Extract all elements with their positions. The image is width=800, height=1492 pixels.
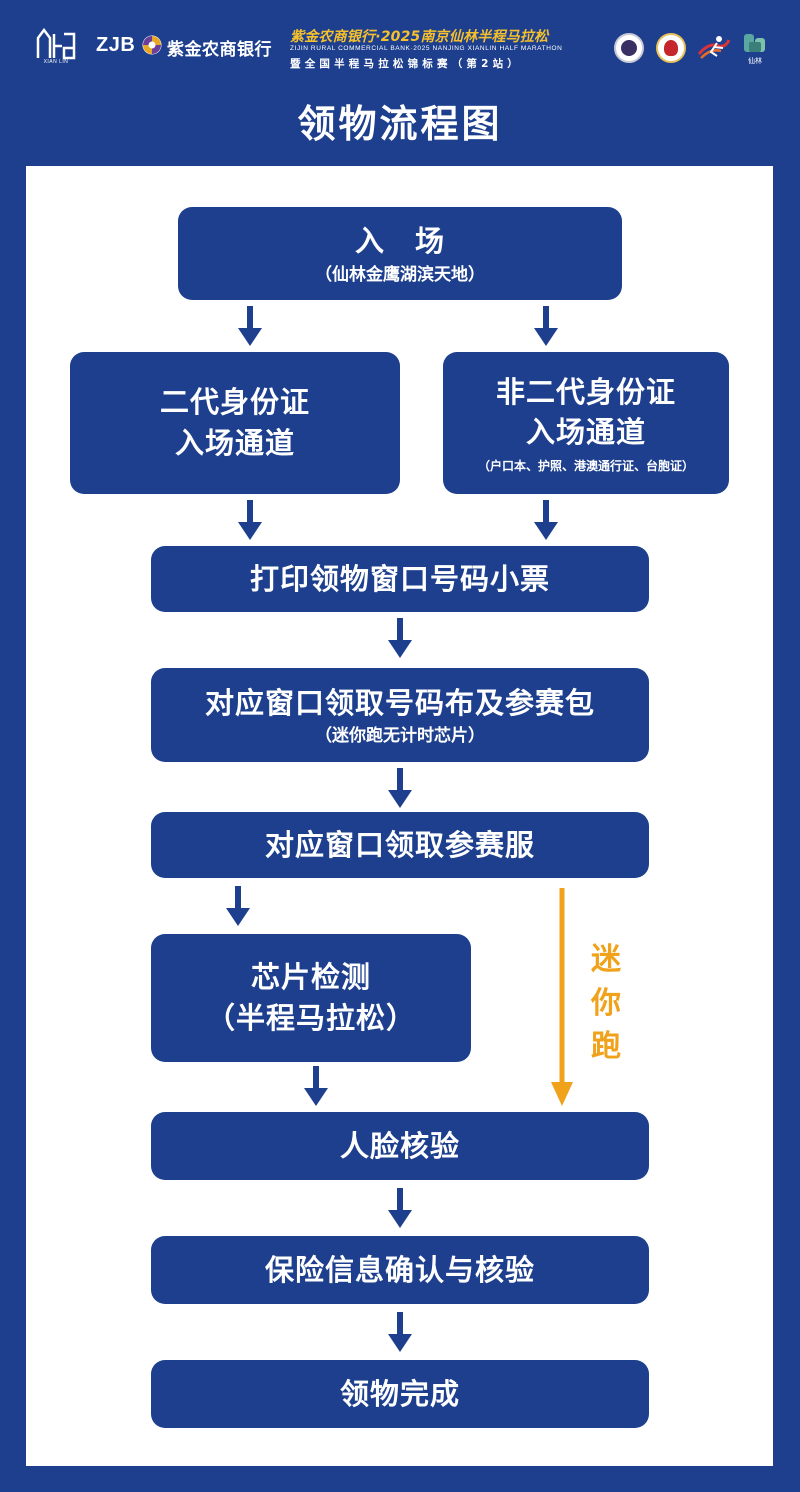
header-bar: XIAN LIN ZJB 紫金农商银行 紫金农商银行·2025南京仙林半程马拉松…: [0, 0, 800, 80]
arrow-down-icon: [238, 306, 262, 346]
page-title: 领物流程图: [297, 102, 503, 146]
mini-run-arrow-icon: [550, 888, 574, 1106]
step-chip-check-line1: 芯片检测: [250, 960, 371, 995]
arrow-down-icon: [226, 886, 250, 926]
arrow-down-icon: [388, 768, 412, 808]
arrow-down-icon: [388, 1312, 412, 1352]
arrow-down-icon: [534, 306, 558, 346]
step-non-id2-note: （户口本、护照、港澳通行证、台胞证）: [477, 458, 694, 473]
step-id2-line1: 二代身份证: [159, 385, 310, 420]
xianlin-logo: XIAN LIN: [34, 28, 78, 68]
step-entry: 入 场 （仙林金鹰湖滨天地）: [178, 207, 622, 300]
event-subtitle: 暨全国半程马拉松锦标赛（第2站）: [290, 58, 523, 70]
step-chip-check-line2: （半程马拉松）: [205, 1001, 416, 1035]
step-chip-check: 芯片检测 （半程马拉松）: [151, 934, 471, 1062]
step-insurance: 保险信息确认与核验: [151, 1236, 649, 1304]
step-entry-title: 入 场: [354, 224, 445, 259]
step-collect-shirt: 对应窗口领取参赛服: [151, 812, 649, 878]
step-non-id2-channel: 非二代身份证 入场通道 （户口本、护照、港澳通行证、台胞证）: [443, 352, 729, 494]
step-non-id2-line1: 非二代身份证: [495, 374, 676, 409]
mini-run-label: 迷 你 跑: [588, 938, 624, 1069]
step-print-ticket: 打印领物窗口号码小票: [151, 546, 649, 612]
association-emblem-icon: [614, 33, 644, 63]
step-done: 领物完成: [151, 1360, 649, 1428]
arrow-down-icon: [388, 618, 412, 658]
event-title: 紫金农商银行·2025南京仙林半程马拉松: [290, 29, 549, 45]
arrow-down-icon: [304, 1066, 328, 1106]
runner-logo-icon: [695, 32, 731, 64]
step-collect-bib-title: 对应窗口领取号码布及参赛包: [204, 685, 595, 720]
step-id2-line2: 入场通道: [174, 426, 295, 460]
step-print-ticket-title: 打印领物窗口号码小票: [249, 561, 550, 596]
arrow-down-icon: [238, 500, 262, 540]
mini-run-char: 跑: [591, 1029, 621, 1064]
partner-logo-icon: 仙林: [740, 30, 770, 66]
mini-run-char: 迷: [591, 942, 621, 977]
step-entry-location: （仙林金鹰湖滨天地）: [315, 264, 485, 285]
event-title-en: ZIJIN RURAL COMMERCIAL BANK·2025 NANJING…: [290, 45, 563, 52]
mini-run-char: 你: [591, 985, 621, 1021]
step-collect-bib-note: （迷你跑无计时芯片）: [315, 726, 485, 747]
partner-logo-caption: 仙林: [748, 57, 762, 65]
step-face-check: 人脸核验: [151, 1112, 649, 1180]
bank-name: 紫金农商银行: [167, 40, 272, 60]
arrow-down-icon: [534, 500, 558, 540]
step-collect-bib: 对应窗口领取号码布及参赛包 （迷你跑无计时芯片）: [151, 668, 649, 762]
arrow-down-icon: [388, 1188, 412, 1228]
step-id2-channel: 二代身份证 入场通道: [70, 352, 400, 494]
step-done-title: 领物完成: [339, 1376, 460, 1411]
step-face-check-title: 人脸核验: [339, 1128, 460, 1163]
bank-logo-icon: [142, 35, 162, 55]
bank-short-name: ZJB: [96, 34, 136, 56]
step-insurance-title: 保险信息确认与核验: [264, 1252, 535, 1287]
step-non-id2-line2: 入场通道: [525, 415, 646, 450]
xianlin-logo-caption: XIAN LIN: [43, 59, 69, 65]
step-collect-shirt-title: 对应窗口领取参赛服: [264, 827, 535, 862]
government-emblem-icon: [656, 33, 686, 63]
